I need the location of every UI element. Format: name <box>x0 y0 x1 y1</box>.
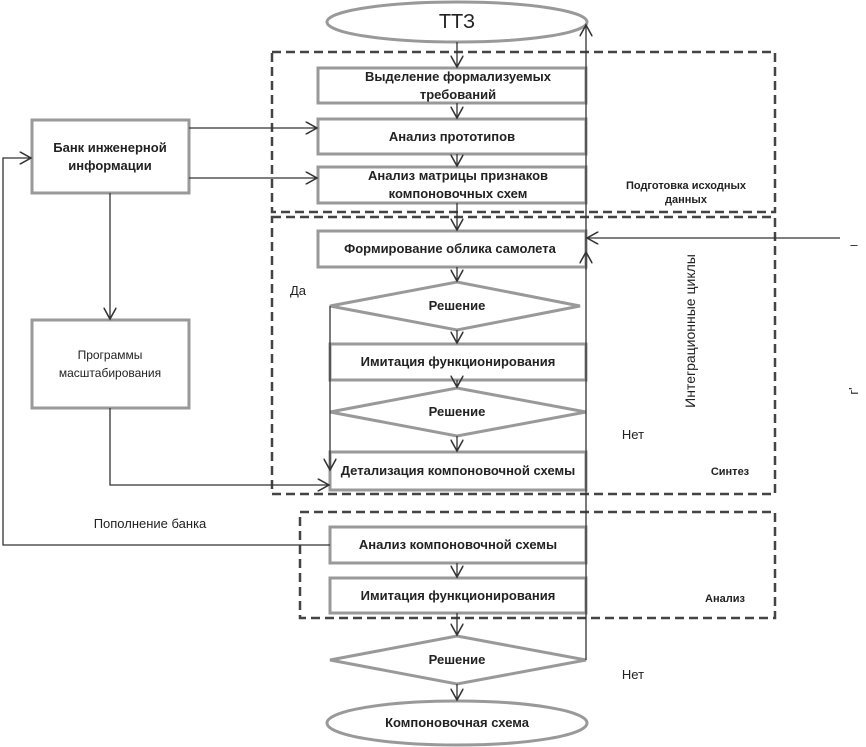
block-b2-label: Анализ прототипов <box>388 128 516 144</box>
group-prep <box>270 50 777 214</box>
replenish-label: Пополнение банка <box>93 516 207 531</box>
decision-d1-label: Решение <box>428 298 486 313</box>
block-programs-label: Программы масштабирования <box>58 348 162 380</box>
block-bank-label: Банк инженерной информации <box>53 139 167 173</box>
group-cycles-label: Интеграционные циклы <box>682 254 698 408</box>
block-b7 <box>328 525 588 565</box>
decision-d3-label: Решение <box>428 652 486 667</box>
block-b2 <box>316 117 588 156</box>
block-b3-label: Анализ матрицы признаков компоновочных с… <box>367 168 549 201</box>
block-b6-label: Детализация компоновочной схемы <box>340 463 576 478</box>
block-b4-label: Формирование облика самолета <box>344 241 556 256</box>
decision-d1 <box>329 280 581 332</box>
group-synthesis <box>270 215 777 496</box>
group-synthesis-label: Синтез <box>710 466 750 478</box>
group-analysis-label: Анализ <box>705 593 745 605</box>
block-b8 <box>328 576 588 615</box>
block-b8-label: Имитация функционирования <box>360 587 556 603</box>
block-bank <box>30 118 191 195</box>
block-b7-label: Анализ компоновочной схемы <box>358 537 558 552</box>
yes-label: Да <box>289 283 307 298</box>
group-analysis <box>298 510 777 620</box>
decision-d2-label: Решение <box>428 404 486 419</box>
block-programs <box>30 318 191 410</box>
start-label: ТТЗ <box>438 11 476 33</box>
edge-mark-1: – <box>850 237 858 252</box>
block-b5 <box>328 342 588 382</box>
group-prep-label: Подготовка исходных данных <box>625 180 747 206</box>
no-label-2: Нет <box>621 667 645 682</box>
no-label-1: Нет <box>621 427 645 442</box>
block-b1 <box>316 66 588 105</box>
edge-mark-2: г' <box>846 387 861 395</box>
end-label: Компоновочная схема <box>385 715 529 730</box>
block-b1-label: Выделение формализуемых требований <box>364 68 552 102</box>
connectors <box>2 25 840 700</box>
block-b5-label: Имитация функционирования <box>360 354 556 369</box>
